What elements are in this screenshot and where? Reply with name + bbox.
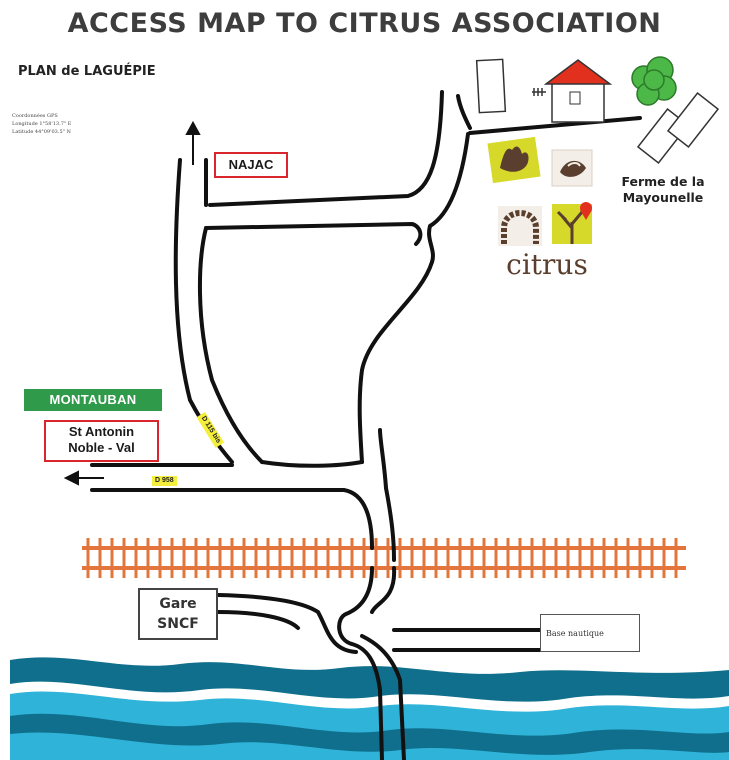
gps-heading: Coordonnées GPS <box>12 113 58 119</box>
ferme-line2: Mayounelle <box>622 190 704 205</box>
buildings <box>475 58 720 164</box>
railway <box>82 538 686 578</box>
fish-logo-icon <box>551 149 593 187</box>
gare-line1: Gare <box>159 596 197 612</box>
gps-coordinates: Coordonnées GPS Longitude 1°58'13.7" E L… <box>12 112 71 136</box>
map-title: ACCESS MAP TO CITRUS ASSOCIATION <box>67 8 662 39</box>
ferme-line1: Ferme de la <box>621 174 705 189</box>
gps-longitude: Longitude 1°58'13.7" E <box>12 121 72 127</box>
st-antonin-label: St Antonin Noble - Val <box>44 420 159 462</box>
house-icon <box>532 59 613 123</box>
base-nautique-label: Base nautique <box>540 614 640 652</box>
arch-logo-icon <box>498 206 542 246</box>
map-subtitle: PLAN de LAGUÉPIE <box>18 64 156 79</box>
najac-label: NAJAC <box>214 152 288 178</box>
north-arrow-icon <box>185 120 201 165</box>
road-tag-d958: D 958 <box>152 476 177 486</box>
gare-line2: SNCF <box>157 616 199 632</box>
ferme-label: Ferme de la Mayounelle <box>604 174 722 206</box>
montauban-label: MONTAUBAN <box>24 389 162 411</box>
tree-icon <box>631 56 677 106</box>
roads <box>90 90 642 760</box>
river <box>10 657 729 760</box>
location-pin-icon <box>580 202 592 220</box>
st-antonin-line1: St Antonin <box>68 424 135 439</box>
hand-logo-icon <box>487 136 541 184</box>
west-arrow-icon <box>63 470 104 486</box>
citrus-logo-text: citrus <box>506 248 588 281</box>
gare-sncf-label: Gare SNCF <box>138 588 218 640</box>
gps-latitude: Latitude 44°09'03.5" N <box>12 129 71 135</box>
st-antonin-line2: Noble - Val <box>68 440 135 455</box>
